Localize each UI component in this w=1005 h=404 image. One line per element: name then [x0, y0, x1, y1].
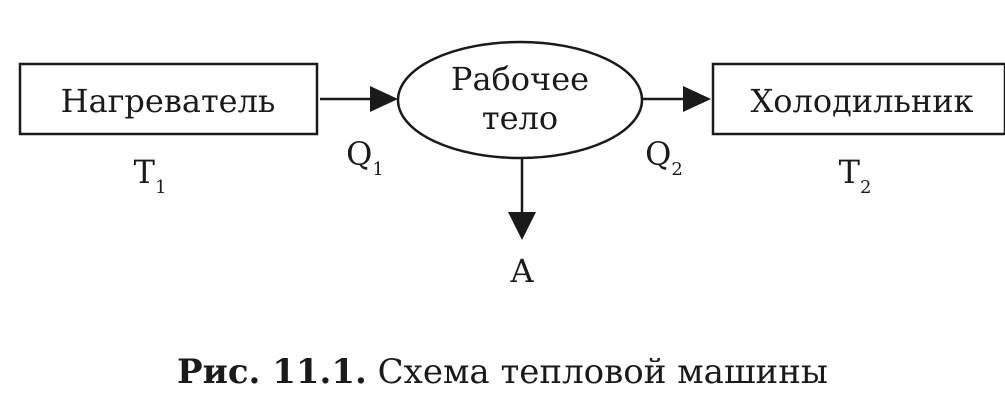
heater-box: [18, 62, 319, 136]
heat-out-label: Q2: [645, 135, 683, 180]
cooler-temperature: T2: [839, 153, 872, 198]
heater-label: Нагреватель: [61, 82, 276, 120]
heater-temperature: T1: [134, 153, 167, 198]
working-body-label-line1: Рабочее: [451, 60, 589, 98]
work-label: A: [509, 252, 534, 290]
working-body-label-line2: тело: [482, 99, 558, 137]
cooler-box: [711, 62, 1005, 136]
figure-caption: Рис. 11.1. Схема тепловой машины: [0, 352, 1005, 392]
heat-in-arrowhead: [370, 86, 398, 112]
figure-number: Рис. 11.1.: [177, 352, 367, 392]
heat-out-arrowhead: [683, 86, 711, 112]
heat-in-label: Q1: [346, 135, 384, 180]
cooler-label: Холодильник: [750, 82, 973, 120]
figure-caption-text: Схема тепловой машины: [377, 352, 828, 392]
work-arrowhead: [508, 212, 536, 240]
